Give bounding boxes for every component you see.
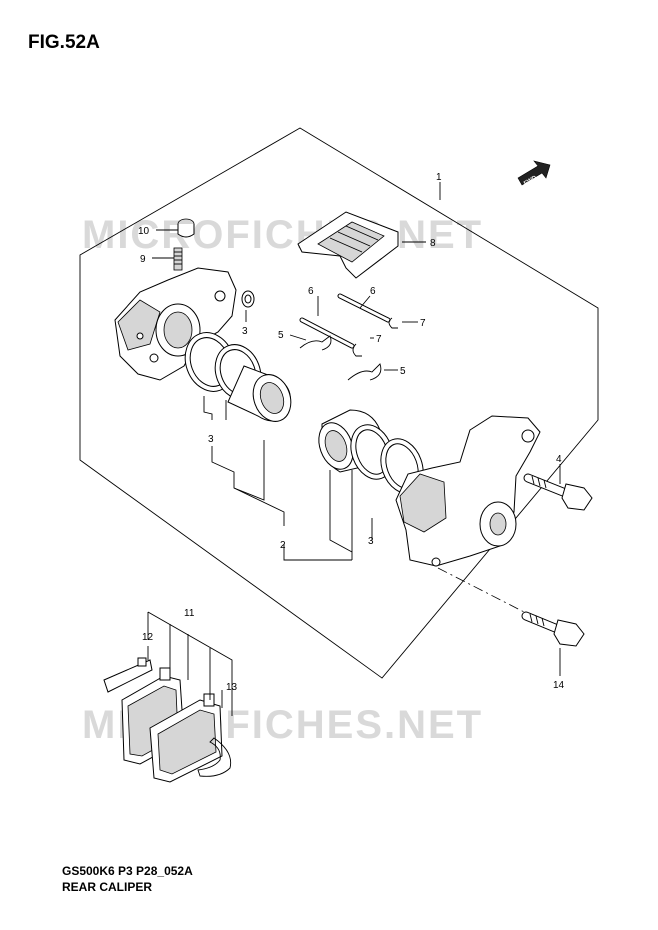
piston-seal-left <box>184 332 262 400</box>
figure-caption: REAR CALIPER <box>62 880 153 894</box>
brake-pad-right <box>149 693 223 783</box>
callout-2: 2 <box>280 540 286 551</box>
callout-3-upper: 3 <box>242 326 248 337</box>
mounting-bolt-lower <box>521 611 585 647</box>
callout-11: 11 <box>184 608 195 619</box>
leader-lines <box>147 182 561 716</box>
mounting-bolt-upper <box>523 473 593 511</box>
callout-13: 13 <box>226 682 238 693</box>
callout-8: 8 <box>430 238 436 249</box>
caliper-half-right <box>395 415 541 567</box>
callout-5-right: 5 <box>400 366 406 377</box>
callout-4: 4 <box>556 454 562 465</box>
pad-retaining-spring <box>197 737 232 777</box>
pad-spring <box>297 211 399 279</box>
pin-clip-upper <box>388 317 398 329</box>
watermark-top: MICROFICHES.NET <box>82 213 483 257</box>
bleeder-cap <box>177 218 195 238</box>
callout-3-left: 3 <box>208 434 214 445</box>
retaining-clip-right <box>347 363 382 381</box>
washer-upper <box>241 290 255 308</box>
callout-14: 14 <box>553 680 565 691</box>
pad-shim-left <box>103 657 153 693</box>
callout-3-right: 3 <box>368 536 374 547</box>
piston-left <box>227 365 292 422</box>
assembly-outline <box>79 127 599 679</box>
pad-pin-right <box>337 293 391 323</box>
figure-title: FIG.52A <box>28 32 100 53</box>
piston-seal-right <box>350 424 424 494</box>
callout-5-left: 5 <box>278 330 284 341</box>
bleeder-valve <box>173 247 183 271</box>
retaining-clip-left <box>299 335 332 351</box>
callout-10: 10 <box>138 226 150 237</box>
fwd-arrow-icon: FWD <box>517 160 551 187</box>
callout-6-right: 6 <box>370 286 376 297</box>
figure-code: GS500K6 P3 P28_052A <box>62 864 193 878</box>
callout-7-lower: 7 <box>376 334 382 345</box>
pin-clip-lower <box>352 343 362 357</box>
bolt-axis-line <box>437 567 529 615</box>
callout-9: 9 <box>140 254 146 265</box>
callout-6-left: 6 <box>308 286 314 297</box>
callout-7-upper: 7 <box>420 318 426 329</box>
callout-1: 1 <box>436 172 442 183</box>
callout-12: 12 <box>142 632 154 643</box>
pad-pin-left <box>299 317 355 349</box>
